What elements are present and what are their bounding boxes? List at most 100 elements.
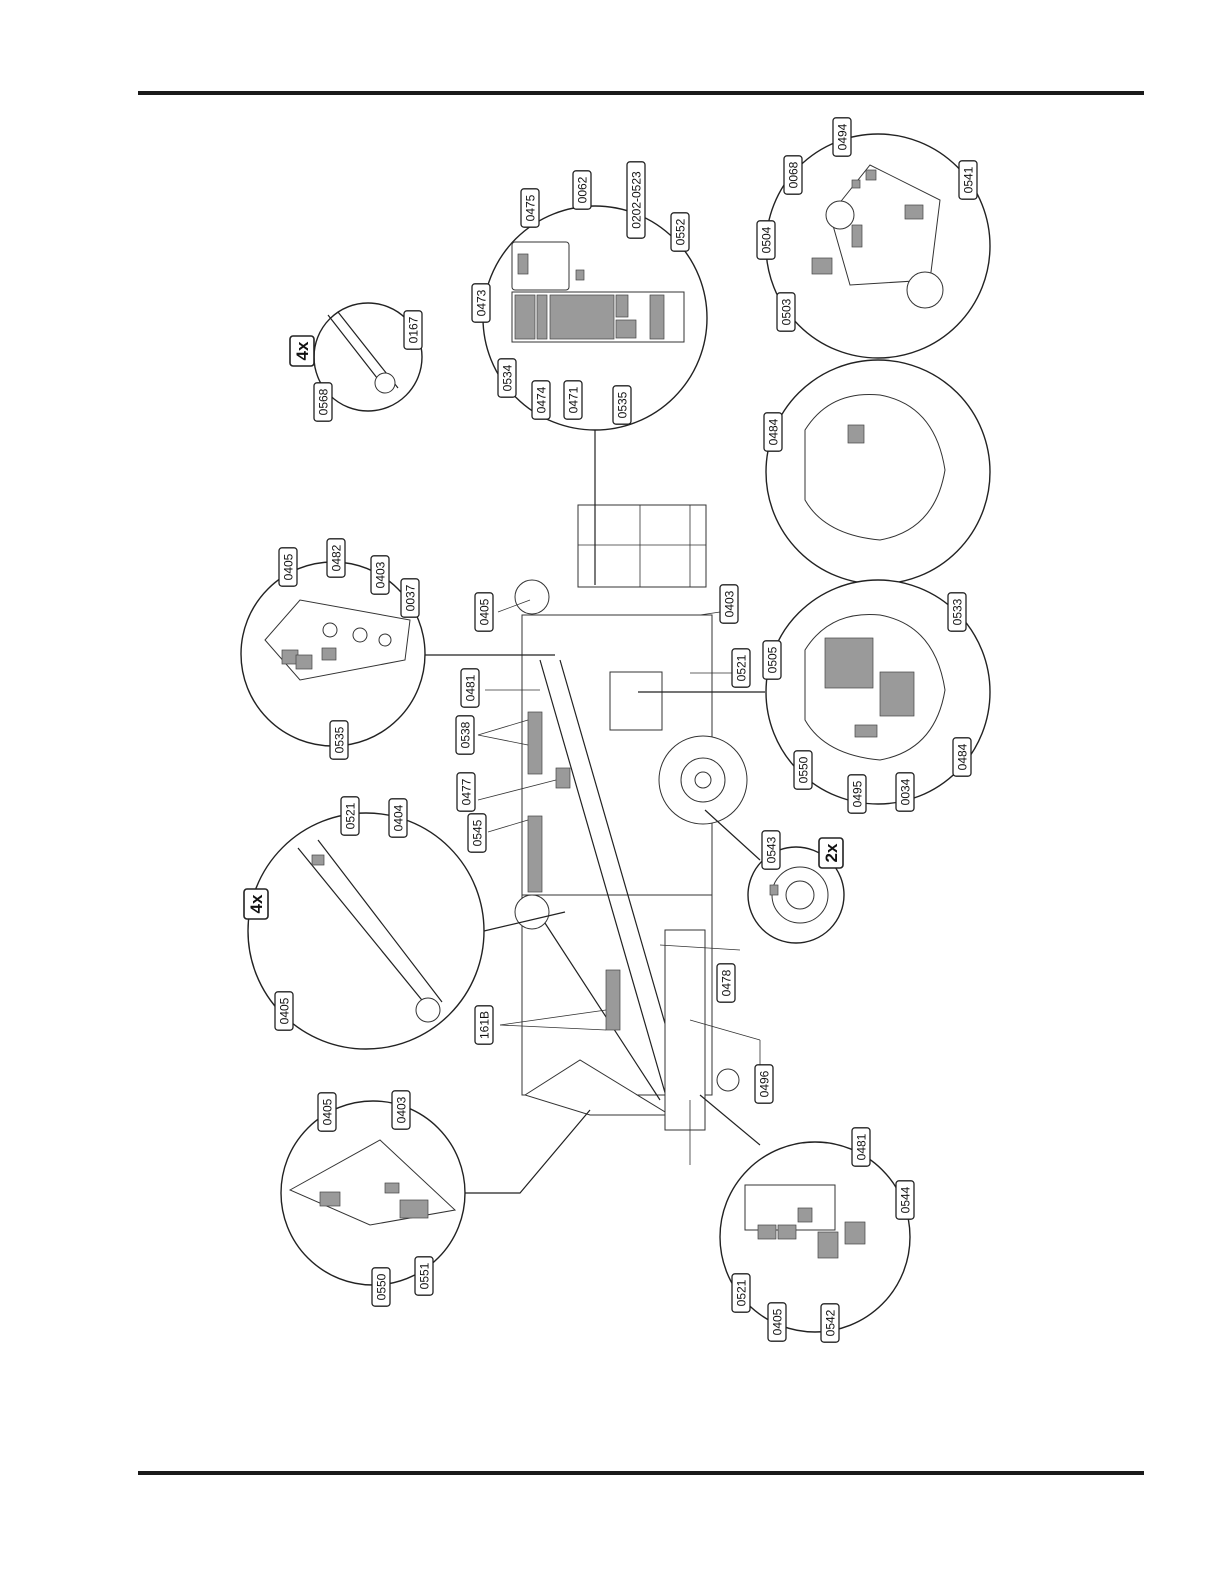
- callout-text: 0521: [734, 1279, 748, 1306]
- detail-boom-cylinder: [248, 813, 565, 1049]
- multiplier-m1: 4x: [290, 336, 314, 366]
- callout-0484: 0484: [953, 738, 971, 776]
- callout-0544: 0544: [896, 1181, 914, 1219]
- outrigger-pad-top: [515, 580, 549, 614]
- callout-0495: 0495: [848, 775, 866, 813]
- callout-0484: 0484: [764, 413, 782, 451]
- callout-text: 0405: [281, 553, 295, 580]
- callout-text: 0405: [770, 1308, 784, 1335]
- callout-0403: 0403: [720, 585, 738, 623]
- callout-text: 0477: [459, 778, 473, 805]
- callout-text: 0496: [757, 1070, 771, 1097]
- callout-0496: 0496: [755, 1065, 773, 1103]
- callout-0478: 0478: [717, 964, 735, 1002]
- callout-0481: 0481: [852, 1128, 870, 1166]
- callout-text: 0535: [615, 391, 629, 418]
- callout-text: 0475: [523, 194, 537, 221]
- multiplier-text: 4x: [247, 894, 266, 913]
- callout-0552: 0552: [671, 213, 689, 251]
- detail-cover: [766, 360, 990, 584]
- callout-text: 0037: [403, 584, 417, 611]
- jockey-wheel: [717, 1069, 739, 1091]
- multiplier-m2: 4x: [244, 889, 268, 919]
- callout-0405: 0405: [275, 992, 293, 1030]
- callout-text: 0167: [406, 316, 420, 343]
- callout-0538: 0538: [456, 716, 474, 754]
- callout-text: 0521: [343, 802, 357, 829]
- callout-text: 0550: [796, 756, 810, 783]
- callout-text: 0403: [722, 590, 736, 617]
- callout-text: 0478: [719, 969, 733, 996]
- callout-text: 0494: [835, 123, 849, 150]
- callout-0541: 0541: [959, 161, 977, 199]
- callout-text: 0551: [417, 1262, 431, 1289]
- callout-0550: 0550: [794, 751, 812, 789]
- callout-0533: 0533: [948, 593, 966, 631]
- callout-text: 0541: [961, 166, 975, 193]
- callout-0550: 0550: [372, 1268, 390, 1306]
- callout-0534: 0534: [498, 359, 516, 397]
- callout-0471: 0471: [564, 381, 582, 419]
- callout-text: 0062: [575, 176, 589, 203]
- callout-text: 0405: [277, 997, 291, 1024]
- callout-0405: 0405: [475, 593, 493, 631]
- callout-0521: 0521: [732, 649, 750, 687]
- callout-0034: 0034: [896, 773, 914, 811]
- callout-0535: 0535: [330, 721, 348, 759]
- callout-0482: 0482: [327, 539, 345, 577]
- callout-text: 0202-0523: [629, 171, 643, 229]
- callout-text: 0550: [374, 1273, 388, 1300]
- callout-text: 0542: [823, 1309, 837, 1336]
- callout-0551: 0551: [415, 1257, 433, 1295]
- callout-0474: 0474: [532, 381, 550, 419]
- callout-text: 0474: [534, 386, 548, 413]
- callout-0475: 0475: [521, 189, 539, 227]
- callout-text: 0481: [463, 674, 477, 701]
- detail-wheel: [705, 810, 844, 943]
- callout-text: 0482: [329, 544, 343, 571]
- callout-text: 0538: [458, 721, 472, 748]
- callout-text: 0568: [316, 388, 330, 415]
- callout-0545: 0545: [468, 814, 486, 852]
- callout-0505: 0505: [763, 641, 781, 679]
- callout-0543: 0543: [762, 831, 780, 869]
- callout-0405: 0405: [279, 548, 297, 586]
- callout-0403: 0403: [392, 1091, 410, 1129]
- callout-0403: 0403: [371, 556, 389, 594]
- callout-0494: 0494: [833, 118, 851, 156]
- callout-0202-0523: 0202-0523: [627, 162, 645, 238]
- tongue: [665, 930, 705, 1130]
- callout-text: 0503: [779, 298, 793, 325]
- callout-text: 0403: [373, 561, 387, 588]
- callout-text: 0034: [898, 778, 912, 805]
- callout-text: 0535: [332, 726, 346, 753]
- detail-boom-pivot: [241, 562, 555, 746]
- callout-0521: 0521: [341, 797, 359, 835]
- callout-text: 0405: [477, 598, 491, 625]
- multiplier-m3: 2x: [819, 838, 843, 868]
- callout-text: 0471: [566, 386, 580, 413]
- callout-text: 0521: [734, 654, 748, 681]
- callout-0521: 0521: [732, 1274, 750, 1312]
- callout-0535: 0535: [613, 386, 631, 424]
- callout-0503: 0503: [777, 293, 795, 331]
- callout-0167: 0167: [404, 311, 422, 349]
- callout-text: 0403: [394, 1096, 408, 1123]
- callout-text: 0552: [673, 218, 687, 245]
- callout-0542: 0542: [821, 1304, 839, 1342]
- callout-text: 0404: [391, 804, 405, 831]
- callout-text: 0544: [898, 1186, 912, 1213]
- callout-text: 0534: [500, 364, 514, 391]
- callout-0473: 0473: [472, 284, 490, 322]
- callout-text: 0533: [950, 598, 964, 625]
- callout-0404: 0404: [389, 799, 407, 837]
- platform-basket: [578, 505, 706, 587]
- callout-0405: 0405: [318, 1093, 336, 1131]
- callout-text: 0495: [850, 780, 864, 807]
- callout-0477: 0477: [457, 773, 475, 811]
- callout-text: 0543: [764, 836, 778, 863]
- callout-0062: 0062: [573, 171, 591, 209]
- callout-text: 0484: [955, 743, 969, 770]
- callout-text: 0481: [854, 1133, 868, 1160]
